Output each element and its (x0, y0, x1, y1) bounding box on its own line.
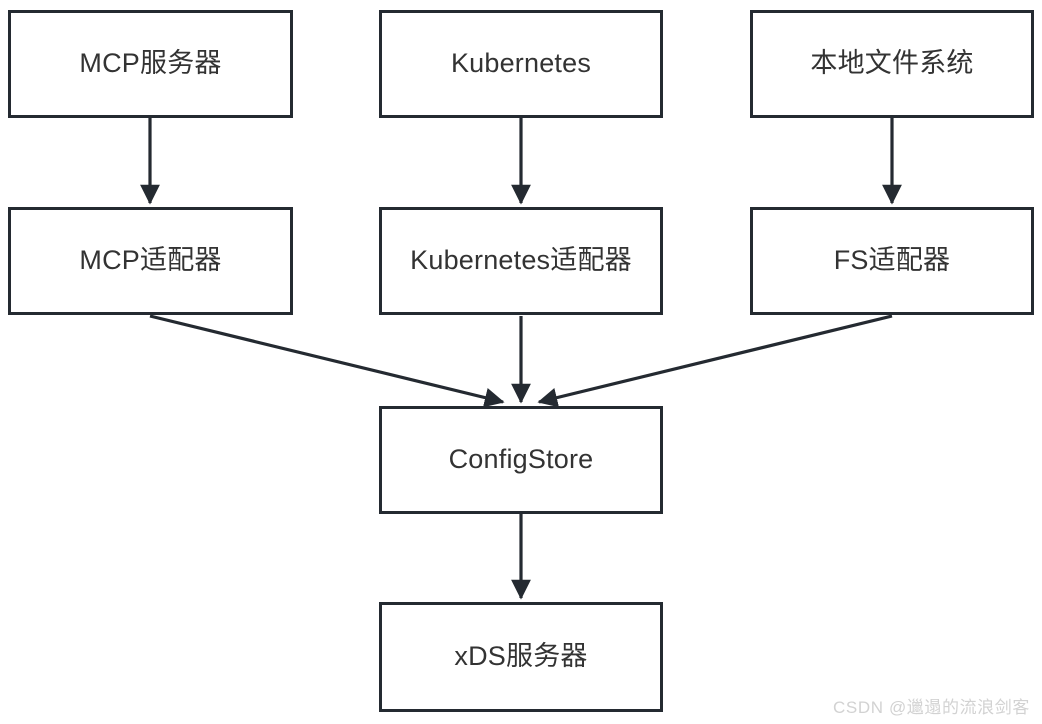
edge-mcp-adapter-to-configstore (149, 314, 505, 408)
node-configstore[interactable]: ConfigStore (379, 406, 663, 514)
node-kubernetes[interactable]: Kubernetes (379, 10, 663, 118)
node-label: 本地文件系统 (810, 48, 974, 79)
csdn-watermark: CSDN @邋遢的流浪剑客 (833, 698, 1030, 717)
node-mcp-server[interactable]: MCP服务器 (8, 10, 293, 118)
node-label: ConfigStore (448, 444, 594, 475)
node-label: FS适配器 (833, 245, 951, 276)
node-kubernetes-adapter[interactable]: Kubernetes适配器 (379, 207, 663, 315)
node-label: xDS服务器 (454, 641, 588, 672)
node-label: Kubernetes (450, 48, 592, 79)
node-label: Kubernetes适配器 (410, 245, 632, 276)
node-mcp-adapter[interactable]: MCP适配器 (8, 207, 293, 315)
node-fs-adapter[interactable]: FS适配器 (750, 207, 1034, 315)
node-xds-server[interactable]: xDS服务器 (379, 602, 663, 712)
node-local-file-system[interactable]: 本地文件系统 (750, 10, 1034, 118)
node-label: MCP服务器 (79, 48, 222, 79)
edge-fs-adapter-to-configstore (537, 314, 893, 408)
node-label: MCP适配器 (79, 245, 222, 276)
